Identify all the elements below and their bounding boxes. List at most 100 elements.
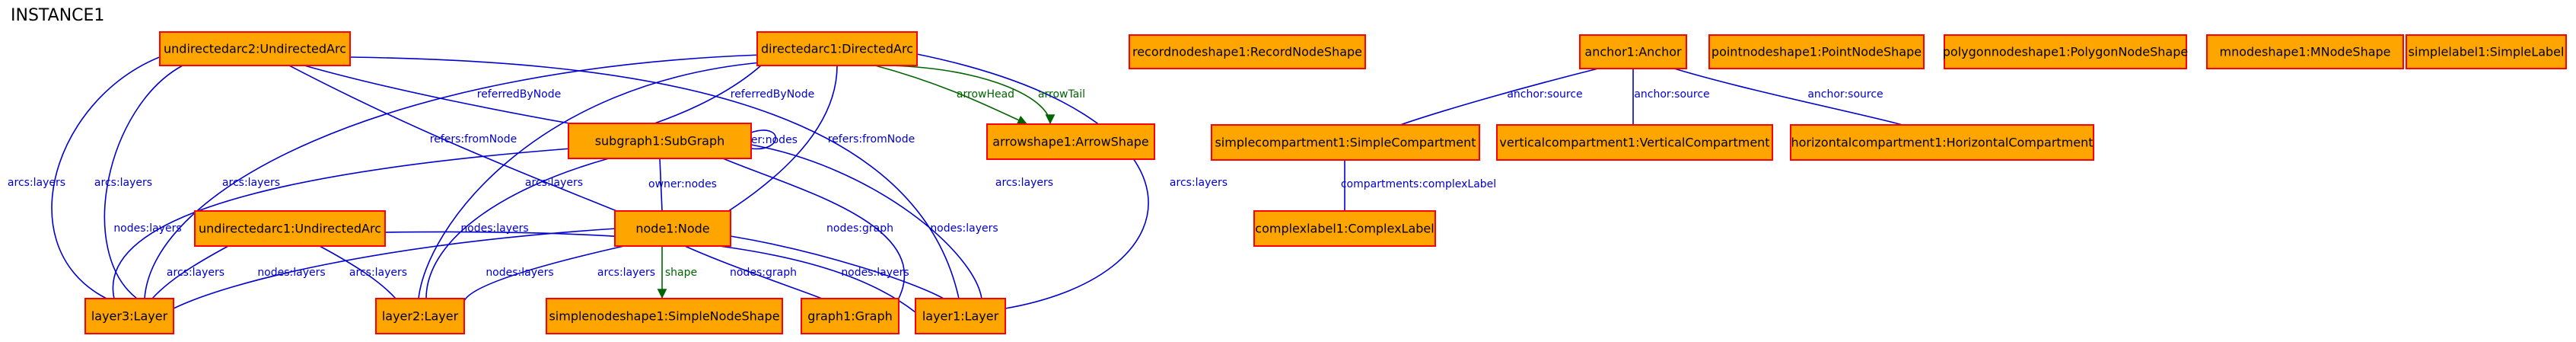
- page-title: INSTANCE1: [11, 6, 105, 25]
- edge-label-e14: owner:nodes: [648, 178, 717, 190]
- node-label-simplenodeshape1: simplenodeshape1:SimpleNodeShape: [549, 309, 779, 324]
- node-polygonnodeshape1[interactable]: polygonnodeshape1:PolygonNodeShape: [1943, 34, 2188, 69]
- node-box-complexlabel1[interactable]: [1253, 210, 1436, 247]
- node-subgraph1[interactable]: subgraph1:SubGraph: [568, 123, 752, 159]
- node-pointnodeshape1[interactable]: pointnodeshape1:PointNodeShape: [1708, 34, 1925, 69]
- node-anchor1[interactable]: anchor1:Anchor: [1579, 34, 1687, 69]
- edge-label-e26: nodes:layers: [841, 267, 909, 279]
- edge-label-e7: referredByNode: [731, 88, 815, 101]
- node-directedarc1[interactable]: directedarc1:DirectedArc: [756, 31, 918, 66]
- node-layer1[interactable]: layer1:Layer: [915, 298, 1006, 334]
- node-simplelabel1[interactable]: simplelabel1:SimpleLabel: [2406, 34, 2567, 69]
- node-box-graph1[interactable]: [801, 298, 900, 334]
- edge-label-e11: arrowHead: [957, 88, 1014, 101]
- node-box-undirectedarc2[interactable]: [159, 31, 351, 66]
- node-layer3[interactable]: layer3:Layer: [84, 298, 174, 334]
- node-label-simplelabel1: simplelabel1:SimpleLabel: [2409, 45, 2565, 59]
- node-label-arrowshape1: arrowshape1:ArrowShape: [992, 135, 1149, 149]
- node-box-mnodeshape1[interactable]: [2206, 34, 2404, 69]
- edge-e22: [463, 245, 625, 302]
- edge-label-e27: anchor:source: [1507, 88, 1582, 101]
- edge-label-e18: nodes:layers: [930, 222, 998, 235]
- node-label-recordnodeshape1: recordnodeshape1:RecordNodeShape: [1132, 45, 1362, 59]
- node-layer2[interactable]: layer2:Layer: [375, 298, 465, 334]
- node-box-recordnodeshape1[interactable]: [1129, 34, 1366, 69]
- node-simplecompartment1[interactable]: simplecompartment1:SimpleCompartment: [1211, 124, 1480, 161]
- edge-label-e10: arcs:layers: [1170, 177, 1228, 189]
- node-horizontalcompartment1[interactable]: horizontalcompartment1:HorizontalCompart…: [1790, 124, 2094, 161]
- edge-label-e21: nodes:layers: [257, 267, 325, 279]
- node-box-anchor1[interactable]: [1579, 34, 1687, 69]
- node-label-graph1: graph1:Graph: [807, 309, 892, 324]
- node-box-arrowshape1[interactable]: [986, 123, 1155, 160]
- node-arrowshape1[interactable]: arrowshape1:ArrowShape: [986, 123, 1155, 160]
- node-label-complexlabel1: complexlabel1:ComplexLabel: [1255, 222, 1434, 236]
- node-label-horizontalcompartment1: horizontalcompartment1:HorizontalCompart…: [1791, 136, 2093, 150]
- edge-label-e25: nodes:graph: [730, 267, 797, 279]
- node-box-horizontalcompartment1[interactable]: [1790, 124, 2094, 161]
- node-graph1[interactable]: graph1:Graph: [801, 298, 900, 334]
- edge-e13: [750, 129, 777, 150]
- node-box-layer2[interactable]: [375, 298, 465, 334]
- node-label-node1: node1:Node: [635, 222, 709, 236]
- edge-e14: [659, 158, 663, 212]
- node-verticalcompartment1[interactable]: verticalcompartment1:VerticalCompartment: [1496, 124, 1773, 161]
- edge-e10: [912, 53, 1149, 309]
- edge-label-e20: arcs:layers: [349, 267, 407, 279]
- edge-label-e6: arcs:layers: [222, 177, 280, 189]
- node-label-mnodeshape1: mnodeshape1:MNodeShape: [2219, 45, 2390, 59]
- node-label-verticalcompartment1: verticalcompartment1:VerticalCompartment: [1499, 136, 1769, 150]
- edge-e19: [151, 245, 229, 299]
- node-recordnodeshape1[interactable]: recordnodeshape1:RecordNodeShape: [1129, 34, 1366, 69]
- node-box-layer1[interactable]: [915, 298, 1006, 334]
- node-label-subgraph1: subgraph1:SubGraph: [595, 134, 725, 149]
- edge-label-e23: arcs:layers: [597, 267, 655, 279]
- node-label-directedarc1: directedarc1:DirectedArc: [761, 42, 913, 56]
- edge-e5: [349, 56, 960, 299]
- node-box-simplelabel1[interactable]: [2406, 34, 2567, 69]
- edge-e15: [112, 148, 572, 299]
- node-label-layer2: layer2:Layer: [382, 309, 459, 324]
- node-box-undirectedarc1[interactable]: [194, 210, 386, 247]
- node-label-pointnodeshape1: pointnodeshape1:PointNodeShape: [1711, 45, 1922, 59]
- edge-e9: [418, 62, 762, 299]
- node-label-undirectedarc1: undirectedarc1:UndirectedArc: [199, 222, 381, 236]
- edge-label-e9: arcs:layers: [525, 177, 583, 189]
- edge-e29: [1673, 68, 1903, 126]
- edge-e12: [890, 65, 1056, 125]
- node-box-verticalcompartment1[interactable]: [1496, 124, 1773, 161]
- edge-e11: [874, 65, 1028, 125]
- edge-e17: [722, 158, 905, 313]
- edge-e7: [654, 65, 762, 124]
- edge-label-e4: refers:fromNode: [430, 133, 517, 145]
- node-undirectedarc1[interactable]: undirectedarc1:UndirectedArc: [194, 210, 386, 247]
- node-undirectedarc2[interactable]: undirectedarc2:UndirectedArc: [159, 31, 351, 66]
- node-complexlabel1[interactable]: complexlabel1:ComplexLabel: [1253, 210, 1436, 247]
- node-box-layer3[interactable]: [84, 298, 174, 334]
- edge-e18: [750, 144, 982, 299]
- edge-label-e2: arcs:layers: [94, 177, 152, 189]
- edge-e26: [730, 235, 944, 299]
- node-node1[interactable]: node1:Node: [614, 210, 731, 247]
- node-label-polygonnodeshape1: polygonnodeshape1:PolygonNodeShape: [1943, 45, 2188, 59]
- edge-label-e15: nodes:layers: [113, 222, 181, 235]
- edge-label-e17: nodes:graph: [826, 222, 893, 235]
- node-box-node1[interactable]: [614, 210, 731, 247]
- edge-e27: [1399, 68, 1599, 126]
- edge-e23: [384, 231, 916, 313]
- node-box-polygonnodeshape1[interactable]: [1944, 34, 2187, 69]
- edge-e21: [173, 228, 617, 309]
- edge-label-e5: arcs:layers: [995, 177, 1053, 189]
- edge-e4: [288, 65, 632, 218]
- node-box-subgraph1[interactable]: [568, 123, 752, 159]
- edge-label-e3: referredByNode: [477, 88, 562, 101]
- node-box-simplenodeshape1[interactable]: [546, 298, 783, 334]
- node-box-simplecompartment1[interactable]: [1211, 124, 1480, 161]
- node-mnodeshape1[interactable]: mnodeshape1:MNodeShape: [2206, 34, 2404, 69]
- edge-label-e8: refers:fromNode: [828, 133, 915, 145]
- node-box-directedarc1[interactable]: [756, 31, 918, 66]
- edge-e3: [304, 65, 579, 126]
- edge-e16: [425, 158, 610, 299]
- node-simplenodeshape1[interactable]: simplenodeshape1:SimpleNodeShape: [546, 298, 783, 334]
- node-box-pointnodeshape1[interactable]: [1708, 34, 1925, 69]
